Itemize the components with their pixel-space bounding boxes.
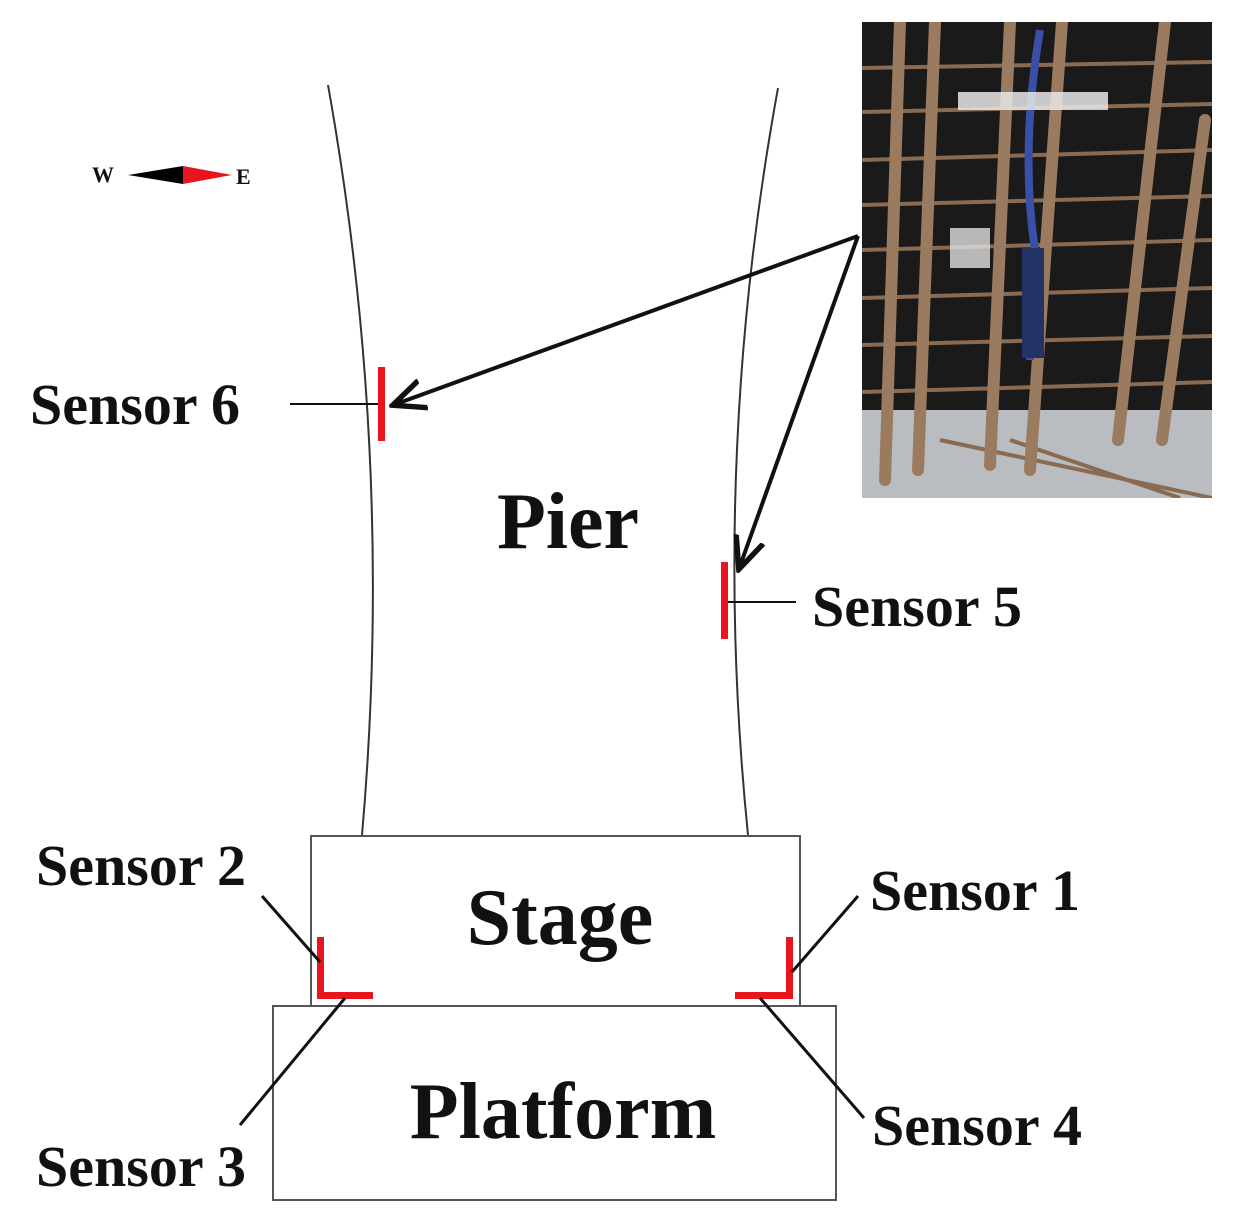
sensor-5-marker <box>721 562 728 639</box>
sensor-4-marker <box>735 992 793 999</box>
pier-left-edge <box>327 84 374 836</box>
sensor-gauge <box>1022 248 1044 358</box>
pier-label: Pier <box>497 478 639 566</box>
compass-east-label: E <box>236 164 251 189</box>
sensor-2-marker <box>317 937 324 999</box>
sensor-cable <box>1024 29 1044 361</box>
sensor-1-4-corner <box>735 937 793 999</box>
sensor-6: Sensor 6 <box>30 367 385 441</box>
sensor-3-label: Sensor 3 <box>36 1134 246 1199</box>
sensor-4-label: Sensor 4 <box>872 1093 1082 1158</box>
sensor-2-leader <box>260 895 322 963</box>
sensor-4-leader <box>758 997 866 1119</box>
stage-label: Stage <box>467 874 654 962</box>
tape-strip <box>958 92 1108 110</box>
sensor-3-marker <box>317 992 373 999</box>
rebar-photo <box>862 22 1212 498</box>
compass: W E <box>92 162 251 189</box>
sensor-6-marker <box>378 367 385 441</box>
sensor-6-label: Sensor 6 <box>30 372 240 437</box>
platform-box <box>272 1005 837 1201</box>
sensor-5-label: Sensor 5 <box>812 574 1022 639</box>
sensor-5: Sensor 5 <box>721 562 1022 639</box>
compass-west-arrow <box>128 166 183 184</box>
stage-box <box>310 835 801 1007</box>
pier-right-edge <box>733 87 779 836</box>
arrow-to-sensor-5 <box>740 235 860 566</box>
compass-west-label: W <box>92 162 114 187</box>
sensor-1-leader <box>790 895 860 973</box>
sensor-2-3-corner <box>317 937 373 999</box>
sensor-1-marker <box>786 937 793 999</box>
platform-label: Platform <box>410 1068 717 1156</box>
sensor-1-label: Sensor 1 <box>870 858 1080 923</box>
sensor-2-label: Sensor 2 <box>36 833 246 898</box>
arrow-to-sensor-6 <box>396 234 859 404</box>
compass-east-arrow <box>183 166 232 184</box>
tape-patch <box>950 228 990 268</box>
sensor-3-leader <box>238 997 347 1126</box>
